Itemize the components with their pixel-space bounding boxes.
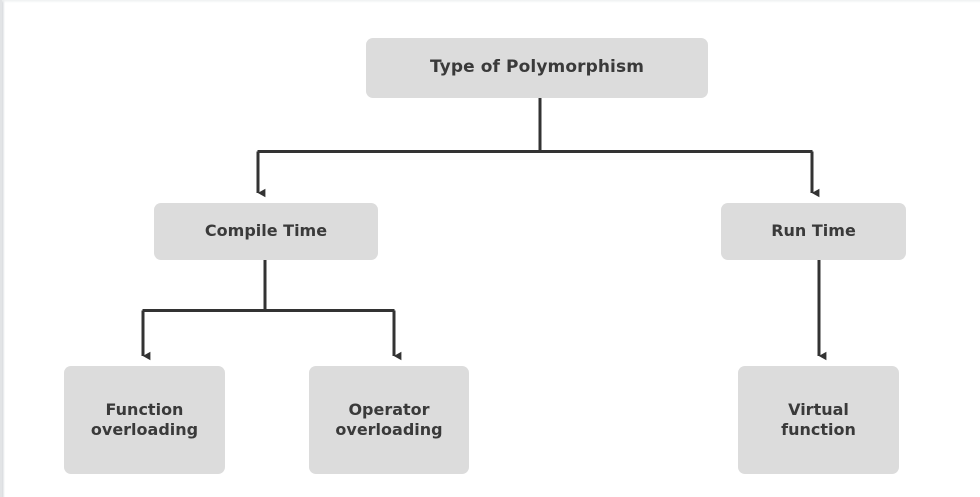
node-label-compile-time: Compile Time <box>204 221 328 241</box>
node-type-of-polymorphism[interactable]: Type of Polymorphism <box>366 38 708 98</box>
node-label-root: Type of Polymorphism <box>429 57 645 78</box>
node-label-run-time: Run Time <box>771 221 856 241</box>
edge-compile-time-to-level2 <box>141 260 402 361</box>
canvas-top-edge-shadow <box>2 0 980 3</box>
node-function-overloading[interactable]: Function overloading <box>64 366 225 474</box>
node-run-time[interactable]: Run Time <box>721 203 906 260</box>
node-label-operator-overloading: Operator overloading <box>335 399 443 439</box>
edge-root-to-level1 <box>256 98 820 198</box>
node-compile-time[interactable]: Compile Time <box>154 203 378 260</box>
node-label-function-overloading: Function overloading <box>90 399 199 439</box>
node-operator-overloading[interactable]: Operator overloading <box>309 366 469 474</box>
node-label-virtual-function: Virtual function <box>781 399 856 439</box>
canvas-left-edge-shadow <box>2 0 5 497</box>
node-virtual-function[interactable]: Virtual function <box>738 366 899 474</box>
